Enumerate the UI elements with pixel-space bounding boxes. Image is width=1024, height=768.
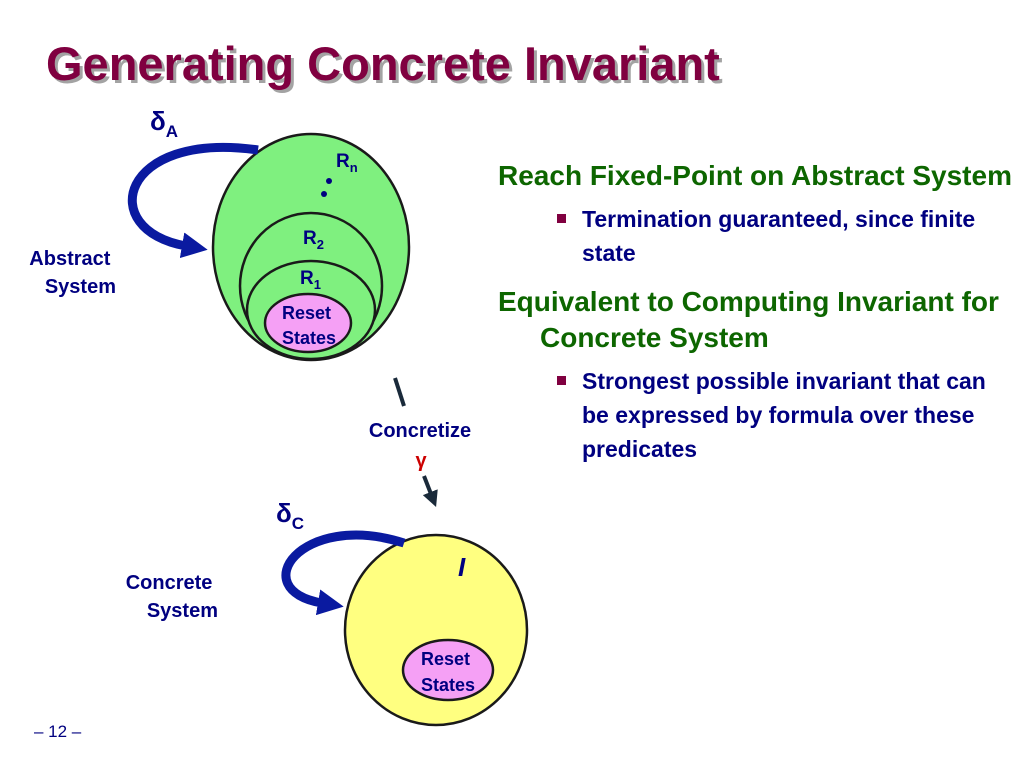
abstract-reset-states bbox=[263, 292, 353, 354]
invariant-label: I bbox=[458, 552, 466, 582]
square-bullet-icon bbox=[557, 376, 566, 385]
delta-a-arrow bbox=[128, 142, 259, 259]
page-number: – 12 – bbox=[34, 722, 82, 741]
concretize-arrow-bottom bbox=[422, 475, 438, 508]
ellipsis-dot bbox=[326, 178, 332, 184]
concrete-reset-states bbox=[401, 638, 495, 702]
concretize-label: Concretize bbox=[369, 420, 471, 442]
concretize-arrow-top bbox=[393, 377, 406, 407]
slide-title: Generating Concrete Invariant bbox=[46, 37, 720, 90]
square-bullet-icon bbox=[557, 214, 566, 223]
sub-bullet-strongest: Strongest possible invariant that can be… bbox=[557, 364, 1018, 466]
sub-bullet-termination: Termination guaranteed, since finite sta… bbox=[557, 202, 1018, 270]
reset-states-label-concrete: Reset States bbox=[421, 649, 475, 695]
reset-states-label-abstract: Reset States bbox=[282, 303, 336, 348]
delta-a-label: δA bbox=[150, 106, 178, 141]
gamma-symbol: γ bbox=[415, 450, 427, 472]
ellipsis-dot bbox=[321, 191, 327, 197]
r2-label: R2 bbox=[303, 228, 324, 252]
delta-c-arrow bbox=[281, 530, 406, 616]
concrete-system-label: Concrete System bbox=[126, 572, 218, 622]
bullet-fixed-point: Reach Fixed-Point on Abstract System bbox=[498, 160, 1012, 191]
rn-label: Rn bbox=[336, 151, 358, 175]
bullet-equivalent: Equivalent to Computing Invariant for Co… bbox=[498, 286, 999, 353]
r1-label: R1 bbox=[300, 268, 321, 292]
bullet-list: Reach Fixed-Point on Abstract System Ter… bbox=[498, 158, 1018, 466]
abstract-system-label: Abstract System bbox=[29, 248, 116, 298]
delta-c-label: δC bbox=[276, 498, 304, 533]
